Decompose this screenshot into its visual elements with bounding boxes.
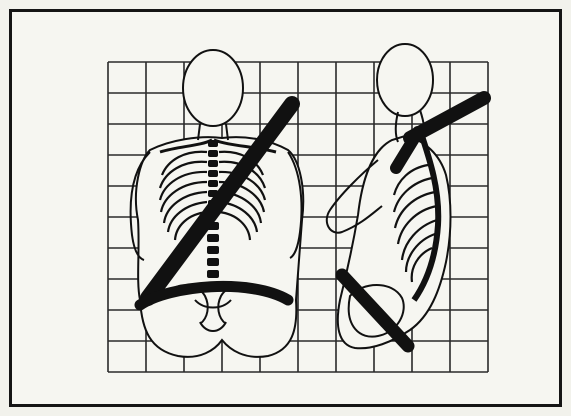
front-torso-outline — [136, 137, 303, 357]
side-head — [377, 44, 433, 116]
front-head — [183, 50, 243, 126]
side-view-skeleton — [327, 44, 451, 348]
